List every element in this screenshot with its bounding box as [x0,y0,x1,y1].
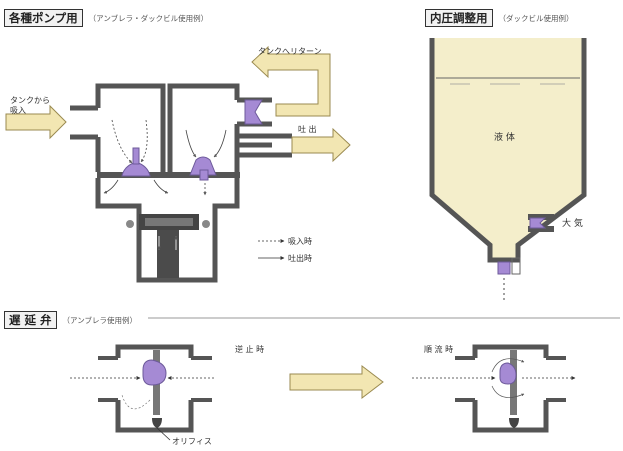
delay-valve-normal [412,344,576,433]
delay-section-heading: 遅 延 弁 （アンブレラ使用例） [4,311,137,329]
label-discharge: 吐 出 [298,125,317,134]
label-normal-flow: 順 流 時 [424,345,454,354]
pump-section-note: （アンブレラ・ダックビル使用例） [88,13,209,23]
pressure-section-heading: 内圧調整用 （ダックビル使用例） [425,9,574,27]
pressure-section-title: 内圧調整用 [425,9,493,27]
legend-suction-label: 吸入時 [288,237,312,246]
label-from-tank: タンクから 吸入 [10,96,50,115]
delay-section-note: （アンブレラ使用例） [62,315,137,325]
inlet-arrow [5,104,67,140]
legend-discharge-label: 吐出時 [288,254,312,263]
label-liquid: 液 体 [494,133,515,143]
delay-valve-stop [70,344,214,441]
pressure-tank-diagram [429,38,587,300]
return-arrow [251,45,331,117]
flow-legend [258,239,285,260]
delay-section-title: 遅 延 弁 [4,311,57,329]
discharge-arrow [291,127,351,163]
pump-section-heading: 各種ポンプ用 （アンブレラ・ダックビル使用例） [4,9,208,27]
label-atmosphere: 大 気 [562,219,583,229]
pressure-section-note: （ダックビル使用例） [498,13,574,23]
label-return-to-tank: タンクへリターン [258,47,322,56]
pump-diagram [70,83,292,283]
label-stop-flow: 逆 止 時 [235,345,265,354]
pump-section-title: 各種ポンプ用 [4,9,83,27]
stop-to-normal-arrow [289,364,384,400]
label-orifice: オリフィス [172,437,212,446]
